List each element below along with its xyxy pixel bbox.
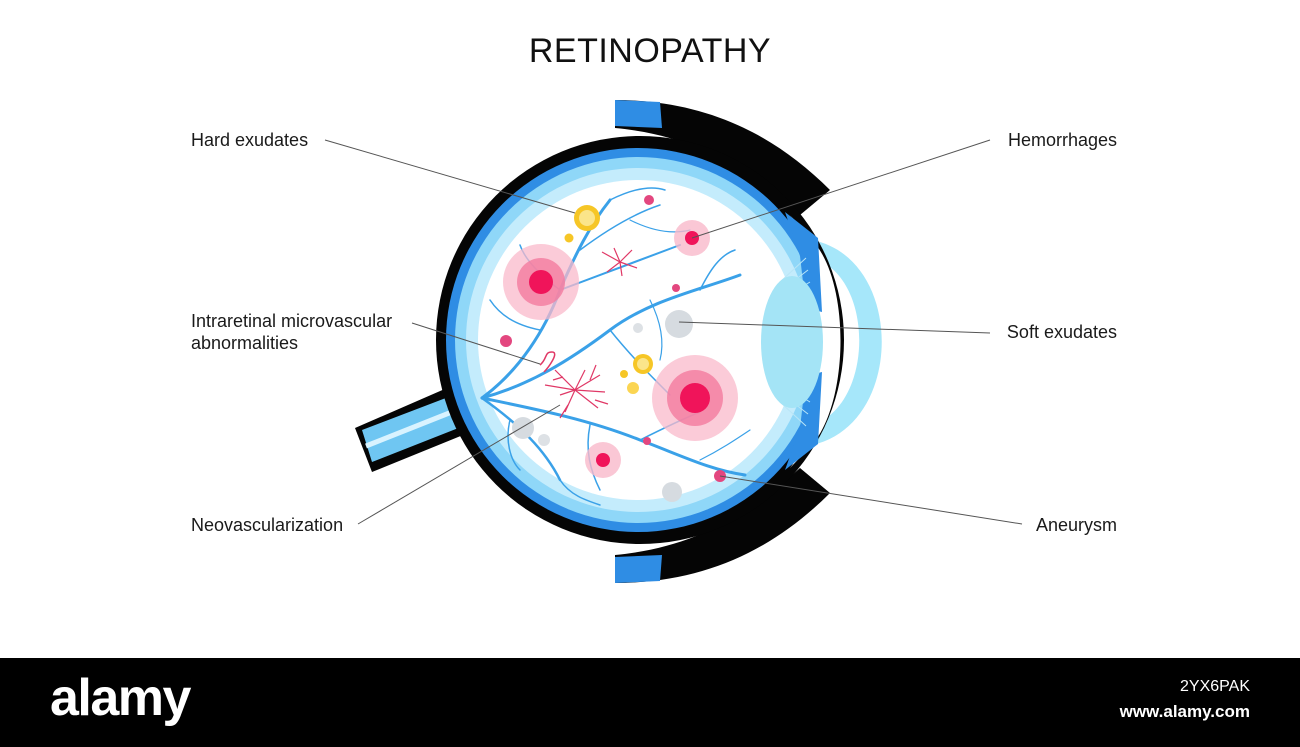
aneurysm xyxy=(643,437,651,445)
front-chamber xyxy=(790,215,841,468)
hemorrhage xyxy=(529,270,553,294)
leader-intraretinal xyxy=(411,322,541,365)
aneurysm xyxy=(500,335,512,347)
aneurysm xyxy=(644,195,654,205)
diagram-title: RETINOPATHY xyxy=(528,32,772,70)
label-hemorrhages: Hemorrhages xyxy=(1007,130,1117,150)
lower-eyelid-edge xyxy=(615,555,662,583)
vitreous-body xyxy=(478,180,798,500)
irma-loop xyxy=(539,351,556,373)
retinopathy-diagram: RETINOPATHY Hard exudates Intraretinal m… xyxy=(191,32,1117,583)
hard-exudate xyxy=(627,382,639,394)
leader-soft-exudates xyxy=(678,321,991,334)
label-soft-exudates: Soft exudates xyxy=(1006,322,1117,342)
lens xyxy=(761,276,823,408)
leader-neovascularization xyxy=(357,404,561,525)
hemorrhage xyxy=(680,383,710,413)
hard-exudate-core xyxy=(637,358,649,370)
label-aneurysm: Aneurysm xyxy=(1035,515,1117,535)
brand-logo: alamy xyxy=(50,669,191,727)
watermark-footer: alamy 2YX6PAK www.alamy.com xyxy=(0,658,1300,747)
label-intraretinal-abnormalities: Intraretinal microvascular abnormalities xyxy=(191,310,392,354)
ciliary-body-lower xyxy=(785,372,822,470)
neovascular-cluster-large xyxy=(544,364,609,419)
soft-exudate xyxy=(633,323,643,333)
aneurysm xyxy=(672,284,680,292)
eye-cross-section xyxy=(324,100,1023,583)
leader-hard-exudates xyxy=(324,139,576,214)
soft-exudate xyxy=(665,310,693,338)
leader-hemorrhages xyxy=(691,139,991,239)
soft-exudate xyxy=(512,417,534,439)
upper-eyelid-edge xyxy=(615,100,662,128)
hard-exudate xyxy=(564,233,574,243)
neovascular-cluster-small xyxy=(601,247,638,277)
leader-lines xyxy=(324,139,1023,525)
soft-exudate xyxy=(662,482,682,502)
leader-aneurysm xyxy=(719,475,1023,525)
hemorrhage xyxy=(596,453,610,467)
hard-exudate xyxy=(620,370,628,378)
ciliary-body-upper xyxy=(785,212,822,312)
cornea xyxy=(812,240,882,445)
hard-exudate-core xyxy=(579,210,595,226)
label-neovascularization: Neovascularization xyxy=(191,515,344,535)
image-id: 2YX6PAK xyxy=(1180,678,1250,695)
site-url: www.alamy.com xyxy=(1119,702,1250,721)
soft-exudate xyxy=(538,434,550,446)
label-intraretinal-line2: abnormalities xyxy=(191,333,299,353)
label-hard-exudates: Hard exudates xyxy=(191,130,309,150)
label-intraretinal-line1: Intraretinal microvascular xyxy=(191,311,393,331)
